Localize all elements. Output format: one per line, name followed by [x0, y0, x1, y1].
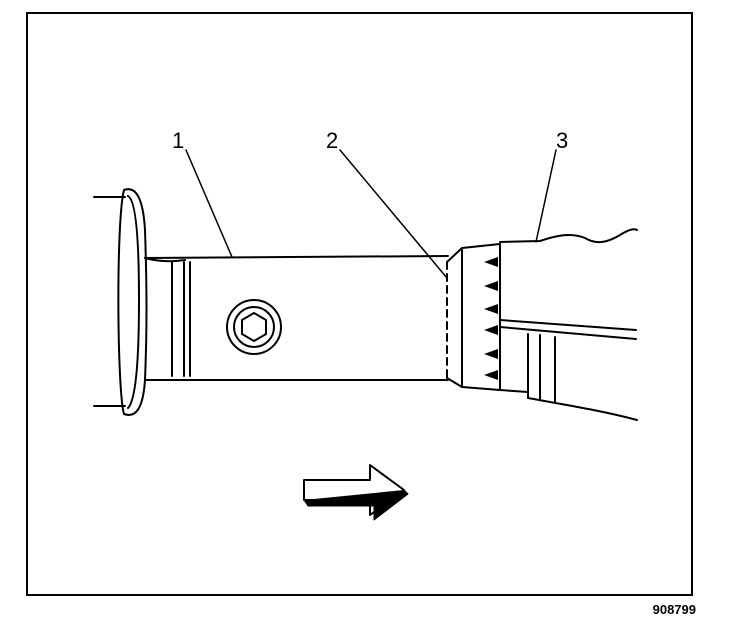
callout-1: 1 — [172, 128, 184, 153]
callout-3: 3 — [556, 128, 568, 153]
direction-arrow — [303, 464, 410, 521]
diagram-frame — [26, 12, 693, 596]
serrated-collar — [446, 243, 501, 391]
figure-number: 908799 — [652, 602, 696, 617]
housing-tube — [144, 255, 449, 381]
left-flange — [93, 188, 148, 416]
bolt-head — [226, 299, 282, 355]
leader-lines — [185, 149, 557, 279]
callout-2: 2 — [326, 128, 338, 153]
sleeve-clamp — [499, 228, 638, 421]
